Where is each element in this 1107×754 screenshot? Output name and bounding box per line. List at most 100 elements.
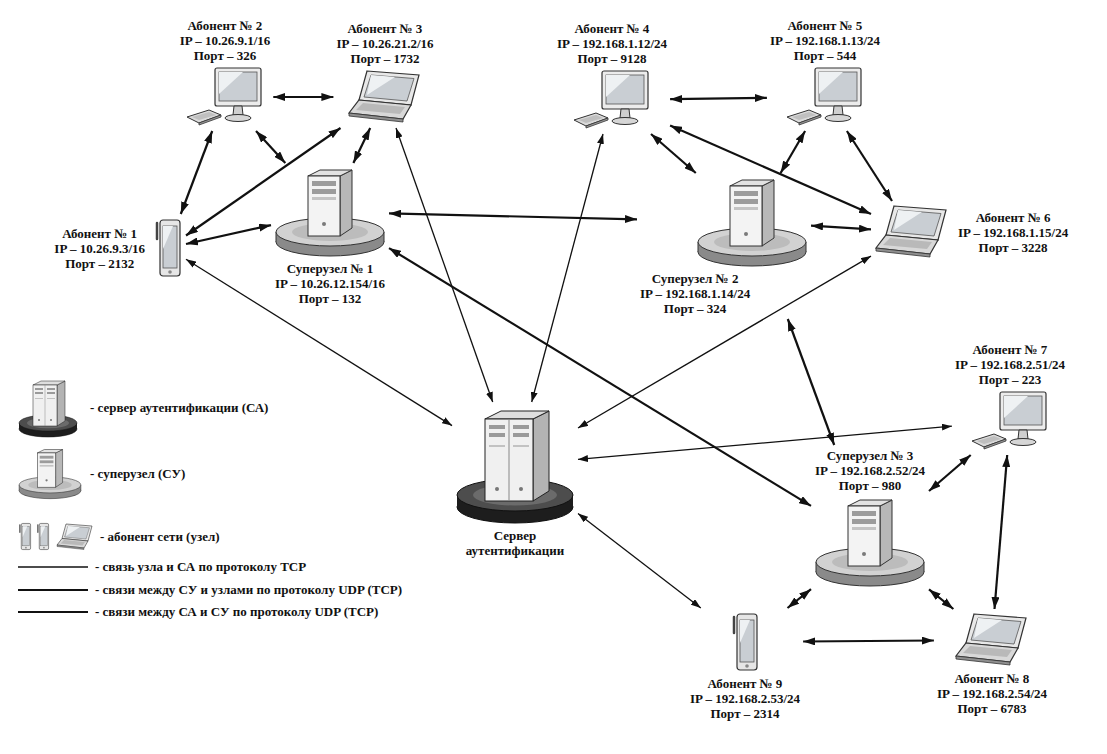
tablet-part xyxy=(39,523,48,549)
connector xyxy=(670,98,767,99)
monitor-icon xyxy=(970,390,1050,452)
node-title: Абонент № 1 xyxy=(62,226,137,241)
su-part xyxy=(56,450,63,488)
network-node: Абонент № 9IP – 192.168.2.53/24Порт – 23… xyxy=(687,608,803,724)
connector xyxy=(803,641,934,642)
tablet-part xyxy=(41,526,46,537)
legend-sample xyxy=(56,523,94,551)
server-part xyxy=(47,398,55,399)
su-icon xyxy=(696,176,808,268)
su-part xyxy=(848,506,880,566)
server-part xyxy=(35,392,43,394)
node-detail: Порт – 6783 xyxy=(957,701,1026,716)
su-part xyxy=(848,500,892,506)
monitor-part xyxy=(586,118,608,128)
connector xyxy=(847,131,892,201)
legend-text: - суперузел (СУ) xyxy=(90,466,185,482)
su-part xyxy=(312,189,336,194)
tablet-part xyxy=(43,547,45,549)
su-part xyxy=(734,199,758,204)
tablet-part xyxy=(745,664,749,668)
su-part xyxy=(852,519,876,524)
node-detail: IP – 192.168.1.13/24 xyxy=(770,33,880,48)
node-detail: Порт – 2132 xyxy=(65,256,134,271)
connector xyxy=(578,256,871,428)
node-detail: IP – 10.26.21.2/16 xyxy=(336,36,433,51)
connector xyxy=(929,589,953,609)
connector xyxy=(788,589,812,608)
laptop-part xyxy=(971,618,1021,644)
su-part xyxy=(852,527,876,530)
node-title: Абонент № 7 xyxy=(973,342,1048,357)
node-detail: IP – 192.168.1.15/24 xyxy=(958,225,1068,240)
laptop-part xyxy=(61,540,86,546)
node-label: Абонент № 3IP – 10.26.21.2/16Порт – 1732 xyxy=(336,21,433,66)
node-detail: Порт – 223 xyxy=(979,372,1042,387)
node-title: Абонент № 4 xyxy=(575,21,650,36)
node-title: Суперузел № 3 xyxy=(827,448,914,463)
server-part xyxy=(513,433,529,437)
laptop-icon xyxy=(954,612,1030,668)
network-node: Абонент № 4IP – 192.168.1.12/24Порт – 91… xyxy=(554,18,670,134)
server-part xyxy=(35,388,43,390)
su-part xyxy=(308,170,352,176)
network-node: Абонент № 7IP – 192.168.2.51/24Порт – 22… xyxy=(952,339,1068,455)
network-node: Суперузел № 3IP – 192.168.2.52/24Порт – … xyxy=(811,445,929,591)
tablet-part xyxy=(163,226,173,249)
node-label: Абонент № 5IP – 192.168.1.13/24Порт – 54… xyxy=(770,18,880,63)
legend-text: - абонент сети (узел) xyxy=(100,529,220,545)
node-title: Абонент № 3 xyxy=(348,21,423,36)
legend-line xyxy=(18,611,88,613)
tablet-part xyxy=(37,525,38,532)
node-detail: Порт – 544 xyxy=(794,48,857,63)
connector xyxy=(396,128,493,402)
connector xyxy=(578,514,701,609)
tablet-part xyxy=(19,525,20,532)
su-part xyxy=(880,500,892,566)
laptop-part xyxy=(359,71,419,105)
server-part xyxy=(485,419,533,501)
tablet-part xyxy=(737,614,757,670)
monitor-part xyxy=(825,115,851,122)
node-detail: IP – 192.168.1.14/24 xyxy=(640,286,750,301)
node-detail: Порт – 3228 xyxy=(979,240,1048,255)
server-part xyxy=(489,445,505,447)
server-part xyxy=(38,419,40,421)
node-label: Абонент № 6IP – 192.168.1.15/24Порт – 32… xyxy=(958,210,1068,255)
monitor-part xyxy=(819,72,843,94)
monitor-part xyxy=(1010,439,1036,446)
legend-sample xyxy=(18,563,88,571)
tablet-part xyxy=(23,526,28,537)
su-part xyxy=(744,232,748,236)
node-title: Абонент № 6 xyxy=(976,210,1051,225)
laptop-part xyxy=(66,526,80,536)
monitor-part xyxy=(984,439,1006,449)
server-part xyxy=(495,487,499,491)
tablet-part xyxy=(740,620,754,662)
node-title: Абонент № 5 xyxy=(788,18,863,33)
legend-line xyxy=(18,589,88,591)
node-label: Суперузел № 2IP – 192.168.1.14/24Порт – … xyxy=(640,271,750,316)
connector xyxy=(353,128,370,163)
node-detail: IP – 192.168.2.51/24 xyxy=(955,357,1065,372)
server-part xyxy=(513,425,529,429)
connector xyxy=(929,455,971,491)
monitor-part xyxy=(219,72,243,94)
node-label: Абонент № 9IP – 192.168.2.53/24Порт – 23… xyxy=(690,676,800,721)
laptop-part xyxy=(364,75,414,101)
server-part xyxy=(35,398,43,399)
server-part xyxy=(50,419,52,421)
server-part xyxy=(513,445,529,447)
laptop-icon xyxy=(347,69,423,125)
laptop-part xyxy=(883,238,932,249)
su-part xyxy=(322,222,326,226)
node-detail: Порт – 132 xyxy=(299,291,362,306)
laptop-part xyxy=(57,545,84,550)
tablet-icon xyxy=(153,217,183,279)
monitor-part xyxy=(815,68,861,106)
node-title: Суперузел № 2 xyxy=(652,271,739,286)
laptop-part xyxy=(356,103,405,114)
node-label: Абонент № 8IP – 192.168.2.54/24Порт – 67… xyxy=(937,671,1047,716)
node-label: Абонент № 2IP – 10.26.9.1/16Порт – 326 xyxy=(180,18,271,63)
su-part xyxy=(730,186,762,246)
